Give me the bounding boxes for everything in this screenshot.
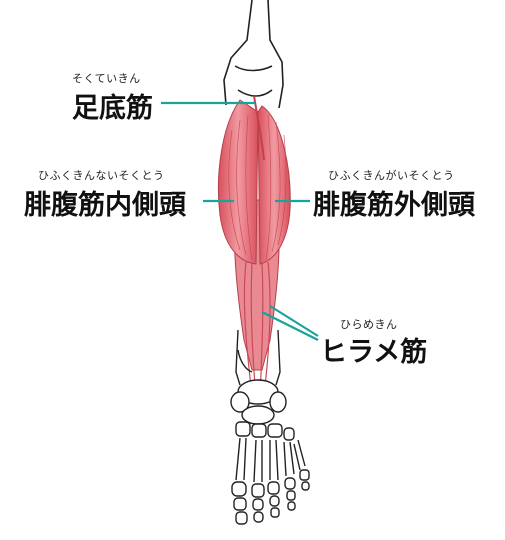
tibia-fibula-outline bbox=[235, 329, 281, 386]
plantaris-muscle bbox=[253, 95, 265, 161]
medial-head-ruby: ひふくきんないそくとう bbox=[38, 169, 165, 182]
gastrocnemius-medial-head bbox=[217, 99, 259, 265]
lateral-head-label: 腓腹筋外側頭 bbox=[313, 190, 475, 221]
plantaris-ruby: そくていきん bbox=[72, 72, 141, 85]
foot-skeleton bbox=[230, 379, 310, 525]
leader-lines bbox=[161, 101, 319, 341]
soleus-ruby: ひらめきん bbox=[340, 318, 398, 331]
muscle-fibres bbox=[228, 114, 287, 261]
soleus-leader-2 bbox=[269, 305, 319, 337]
soleus-leader-1 bbox=[261, 311, 319, 341]
femur-outline bbox=[223, 0, 284, 109]
lateral-head-ruby: ひふくきんがいそくとう bbox=[328, 169, 455, 182]
soleus-label: ヒラメ筋 bbox=[320, 337, 428, 368]
plantaris-label: 足底筋 bbox=[72, 93, 153, 124]
medial-head-label: 腓腹筋内側頭 bbox=[24, 190, 186, 221]
gastrocnemius-lateral-head bbox=[257, 105, 291, 265]
